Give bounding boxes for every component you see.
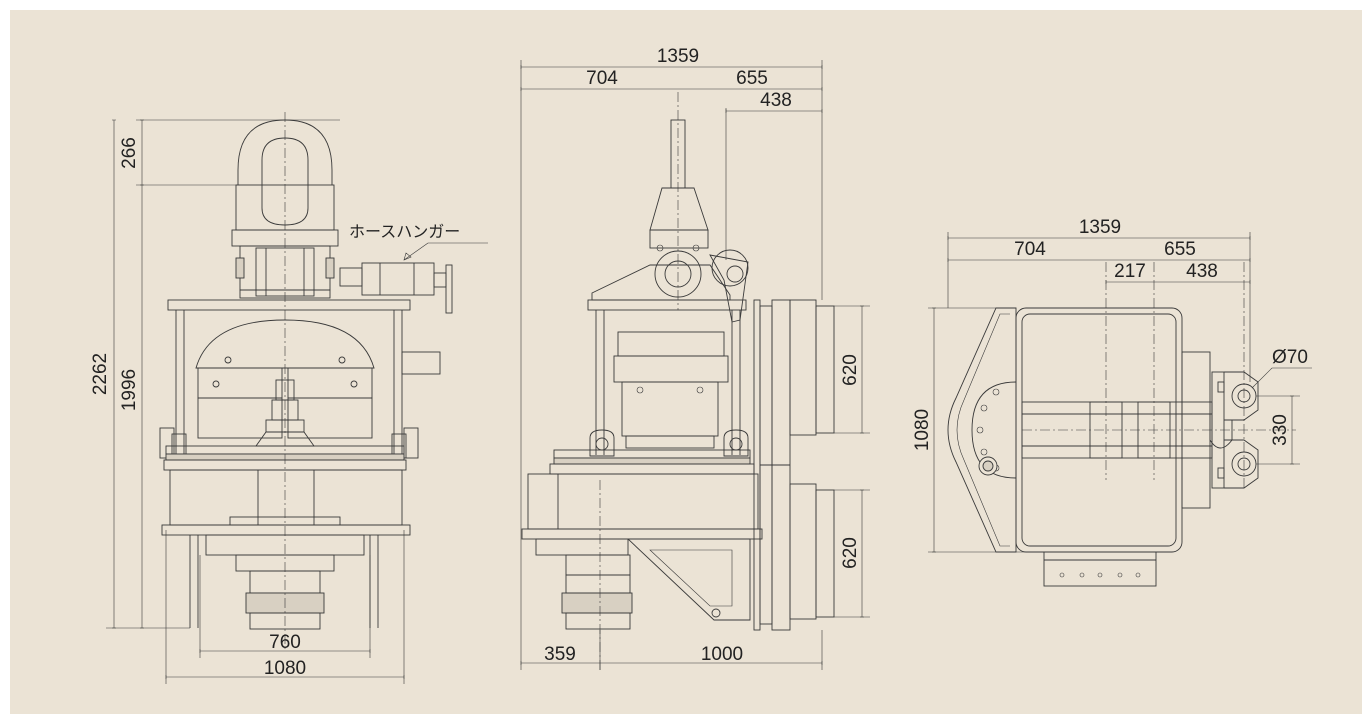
side-dim-width-total: 1359 [657, 46, 699, 67]
side-dim-clamp-upper: 620 [840, 354, 861, 386]
drawing-panel: ホースハンガー [10, 10, 1362, 714]
hose-hanger-label: ホースハンガー [349, 222, 460, 241]
side-dim-base-left: 359 [544, 644, 576, 665]
dim-height-body: 1996 [119, 369, 140, 411]
side-dim-clamp-lower: 620 [840, 537, 861, 569]
top-dim-width-right: 655 [1164, 239, 1196, 260]
side-dim-width-right: 655 [736, 68, 768, 89]
side-dim-width-offset: 438 [760, 90, 792, 111]
dim-width-outer: 1080 [264, 658, 306, 679]
top-dim-pin-spacing: 330 [1270, 414, 1291, 446]
top-dim-width-offset: 438 [1186, 261, 1218, 282]
top-dim-depth: 1080 [912, 409, 933, 451]
technical-drawing: ホースハンガー [90, 46, 1312, 684]
front-view: ホースハンガー [90, 112, 488, 684]
dim-width-inner: 760 [269, 632, 301, 653]
dim-height-top: 266 [119, 137, 140, 169]
top-dim-width-left: 704 [1014, 239, 1046, 260]
side-dim-base-right: 1000 [701, 644, 743, 665]
top-dim-width-total: 1359 [1079, 217, 1121, 238]
side-view: 1359 704 655 438 620 620 359 1000 [520, 46, 870, 670]
top-dim-pin-diameter: Ø70 [1272, 347, 1308, 368]
side-dim-width-left: 704 [586, 68, 618, 89]
dim-height-total: 2262 [90, 353, 111, 395]
top-view: 1359 704 655 217 438 1080 330 Ø70 [912, 217, 1312, 587]
top-dim-width-mid: 217 [1114, 261, 1146, 282]
hose-hanger: ホースハンガー [339, 222, 488, 314]
